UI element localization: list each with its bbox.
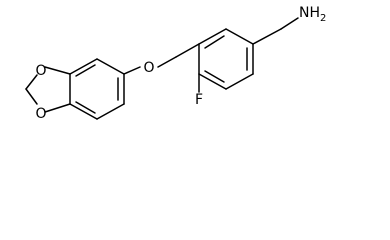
bond bbox=[69, 103, 98, 120]
bond bbox=[25, 88, 38, 105]
bond bbox=[25, 74, 38, 90]
amine-nh: NH bbox=[299, 5, 320, 21]
bond bbox=[280, 17, 299, 30]
oxygen-atom-bottom: O bbox=[35, 106, 46, 122]
bond bbox=[69, 58, 98, 75]
fluorine-atom: F bbox=[195, 92, 203, 108]
amine-subscript: 2 bbox=[320, 13, 326, 24]
bond bbox=[225, 28, 254, 45]
structural-formula: O O O F NH2 bbox=[25, 5, 326, 122]
oxygen-atom-ether: O bbox=[143, 60, 154, 76]
double-bond bbox=[75, 64, 96, 77]
bond bbox=[44, 66, 71, 75]
fluorophenyl-ring bbox=[198, 28, 254, 90]
bond bbox=[175, 43, 200, 58]
amine-group-label: NH2 bbox=[299, 5, 326, 24]
bond bbox=[157, 56, 177, 68]
bond bbox=[198, 28, 227, 45]
aminomethyl-group bbox=[252, 17, 299, 45]
benzodioxole-ring bbox=[69, 58, 125, 120]
double-bond bbox=[75, 101, 96, 114]
bond bbox=[123, 66, 141, 75]
double-bond bbox=[204, 35, 225, 49]
bond bbox=[96, 103, 125, 120]
bond bbox=[225, 73, 254, 90]
bond bbox=[96, 58, 125, 75]
bond bbox=[44, 103, 71, 113]
dioxole-ring bbox=[25, 66, 71, 113]
bond bbox=[198, 73, 227, 90]
bond bbox=[252, 28, 282, 45]
double-bond bbox=[204, 70, 225, 83]
oxygen-atom-top: O bbox=[35, 63, 46, 79]
ether-linkage bbox=[123, 43, 200, 75]
